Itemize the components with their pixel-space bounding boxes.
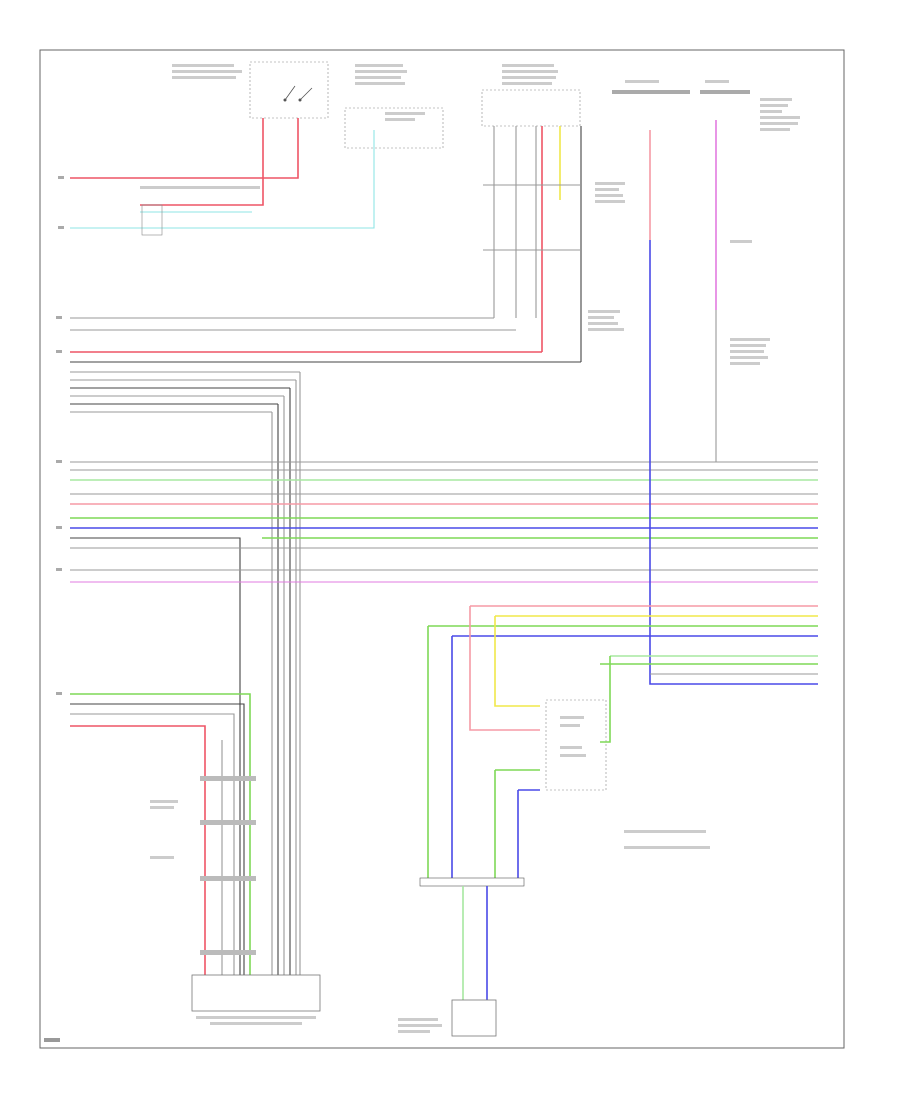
wire-group-lower-center: [427, 606, 611, 878]
sensor-component-top: [344, 64, 444, 149]
wire-group-bus-upper: [70, 317, 581, 413]
component-label-top-left: [172, 64, 242, 79]
wire-group-top-left: [70, 118, 375, 236]
wire-group-lower-left: [70, 693, 251, 975]
switch-module-center: [545, 699, 607, 791]
wire-group-right-verticals: [649, 120, 818, 685]
connector-block-top-center: [481, 64, 581, 127]
module-connector-bottom-left: [150, 800, 321, 1025]
switch-component-top-left: [249, 61, 329, 119]
legend-bottom-right: [624, 830, 710, 849]
wire-group-bus-middle: [70, 461, 818, 975]
wire-group-top-center: [483, 126, 625, 362]
connector-marks-left: [200, 776, 256, 955]
wire-group-bus-lower-right: [428, 605, 818, 675]
diagram-frame: [39, 49, 845, 1049]
component-label-top-right: [612, 80, 800, 131]
connector-bottom-center: [398, 877, 525, 1037]
left-pin-labels: [56, 176, 64, 695]
page-id-tag: [44, 1038, 60, 1042]
wire-bundle-vertical-left: [271, 372, 301, 975]
